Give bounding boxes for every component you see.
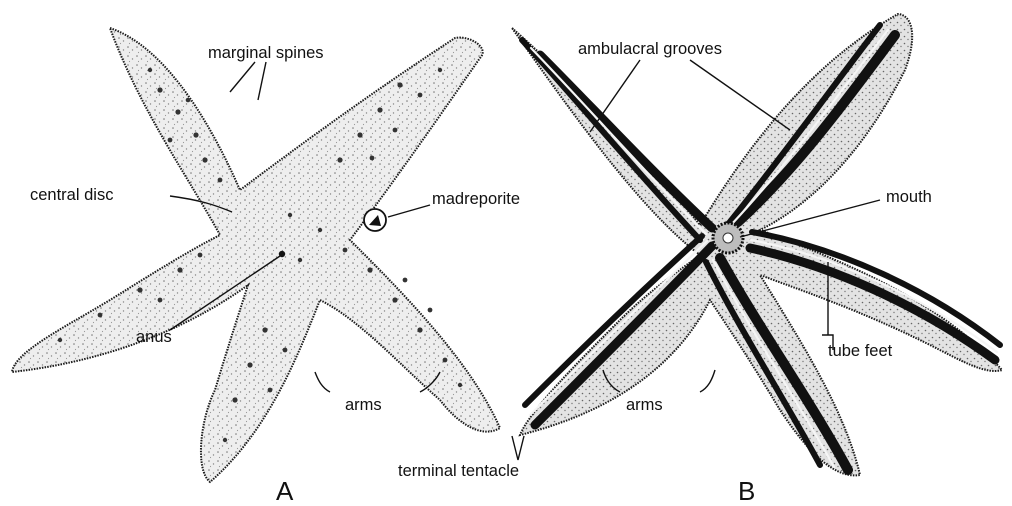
starfish-a-body: [12, 28, 500, 482]
label-terminal-tentacle: terminal tentacle: [398, 462, 519, 480]
label-anus: anus: [136, 328, 172, 346]
starfish-b-body: [512, 14, 1002, 475]
label-ambulacral-grooves: ambulacral grooves: [578, 40, 722, 58]
starfish-b-oral: [512, 14, 1002, 475]
label-arms-a: arms: [345, 396, 382, 414]
panel-label-b: B: [738, 476, 755, 506]
label-mouth: mouth: [886, 188, 932, 206]
label-madreporite: madreporite: [432, 190, 520, 208]
starfish-a-aboral: [12, 28, 500, 482]
label-central-disc: central disc: [30, 186, 113, 204]
panel-label-a: A: [276, 476, 294, 506]
label-arms-b: arms: [626, 396, 663, 414]
label-tube-feet: tube feet: [828, 342, 893, 360]
label-marginal-spines: marginal spines: [208, 44, 324, 62]
